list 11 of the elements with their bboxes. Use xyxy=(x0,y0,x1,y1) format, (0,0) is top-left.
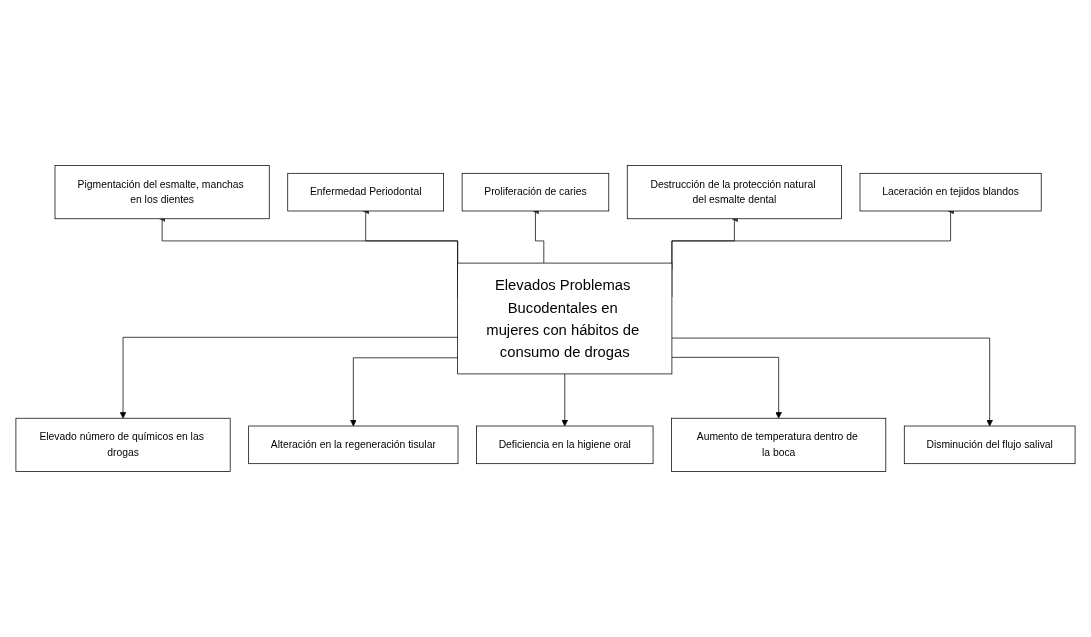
node-box: Elevados Problemas Bucodentales en mujeres con hábitos de consumo de drogas xyxy=(457,262,673,375)
node-box: Pigmentación del esmalte, manchas en los dientes xyxy=(54,165,270,220)
node-box: Disminución del flujo salival xyxy=(903,425,1076,465)
node-box: Alteración en la regeneración tisular xyxy=(248,425,459,465)
node-box: Laceración en tejidos blandos xyxy=(859,172,1042,212)
node-box: Proliferación de caries xyxy=(461,172,610,212)
node-box: Deficiencia en la higiene oral xyxy=(476,425,654,465)
node-box: Elevado número de químicos en las drogas xyxy=(15,417,231,472)
node-box: Destrucción de la protección natural del esmalte dental xyxy=(626,165,842,220)
node-box: Enfermedad Periodontal xyxy=(287,172,444,212)
node-box: Aumento de temperatura dentro de la boca xyxy=(671,417,887,472)
